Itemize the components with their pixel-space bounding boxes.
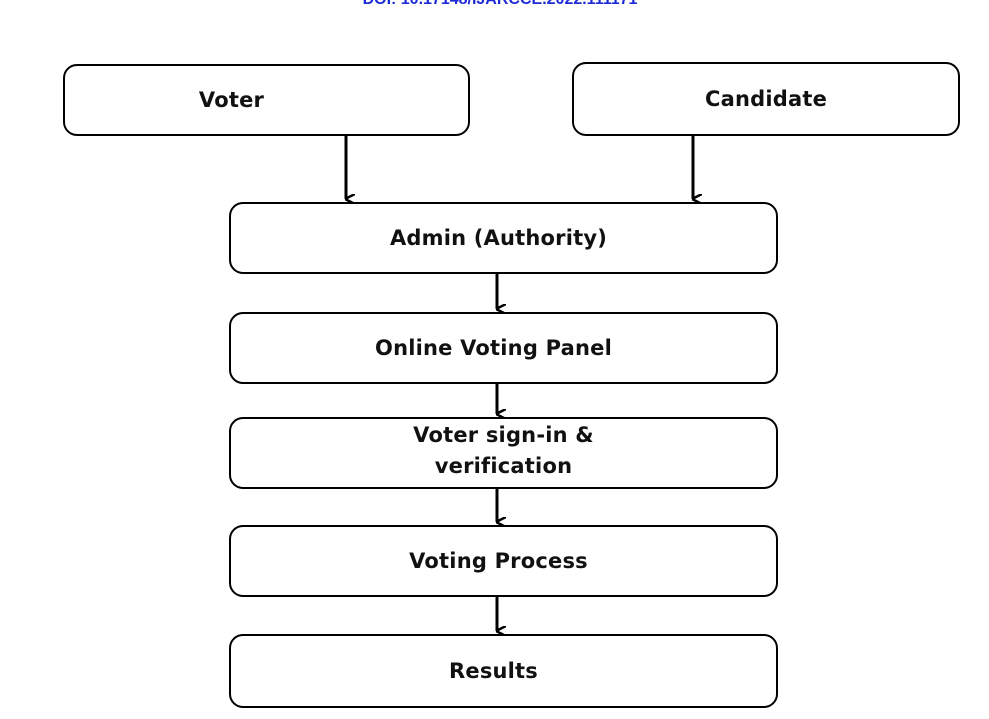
candidate-label: Candidate bbox=[704, 86, 828, 111]
voting-process-node: Voting Process bbox=[229, 525, 778, 597]
voter-signin-line1: Voter sign-in & bbox=[413, 423, 594, 447]
voter-label: Voter bbox=[198, 87, 265, 112]
doi-header: DOI: 10.17148/IJARCCE.2022.111171 bbox=[300, 0, 700, 10]
voting-process-label: Voting Process bbox=[409, 548, 588, 573]
voter-signin-node: Voter sign-in & verification bbox=[229, 417, 778, 489]
results-node: Results bbox=[229, 634, 778, 708]
online-voting-panel-label: Online Voting Panel bbox=[375, 335, 612, 360]
results-label: Results bbox=[449, 658, 538, 683]
admin-label: Admin (Authority) bbox=[389, 225, 608, 250]
voter-signin-label: Voter sign-in & verification bbox=[413, 420, 594, 482]
voter-node: Voter bbox=[63, 64, 470, 136]
online-voting-panel-node: Online Voting Panel bbox=[229, 312, 778, 384]
voter-signin-line2: verification bbox=[434, 454, 573, 478]
candidate-node: Candidate bbox=[572, 62, 960, 136]
admin-node: Admin (Authority) bbox=[229, 202, 778, 274]
